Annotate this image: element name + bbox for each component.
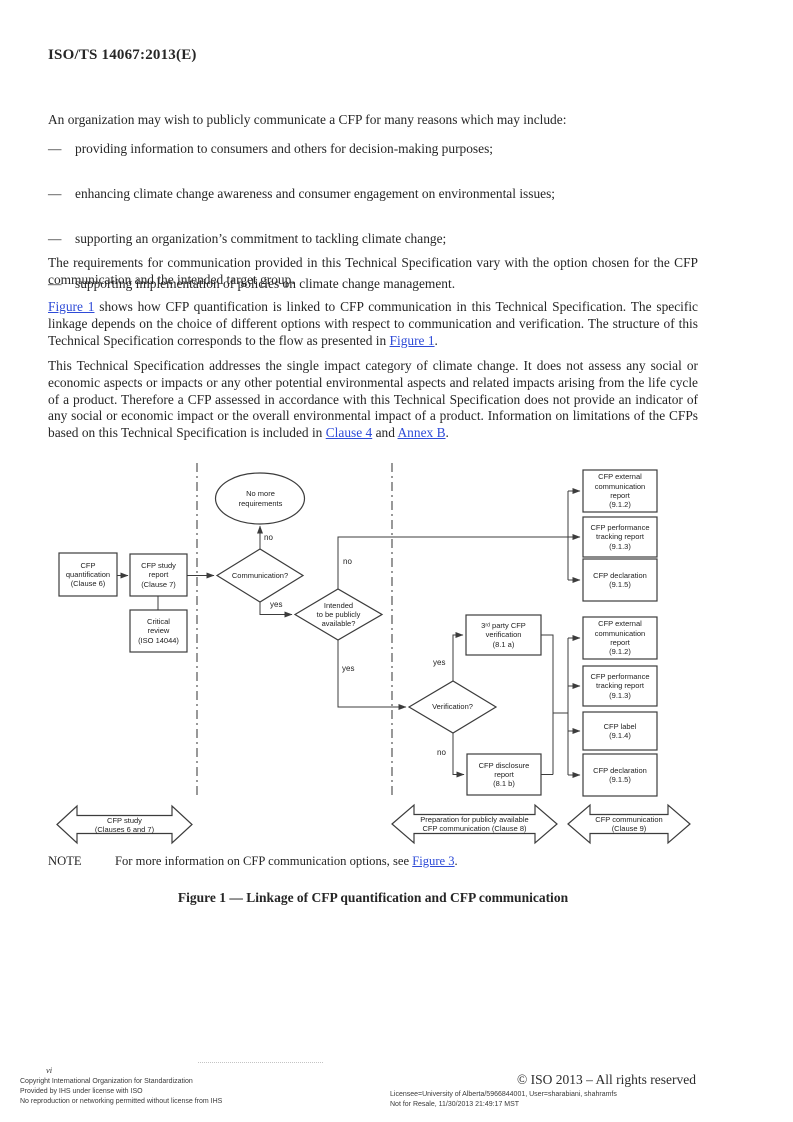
banner-label-cfp-communication: CFP communication (Clause 9) [595, 815, 663, 833]
node-perf-tracking-report-1: CFP performance tracking report (9.1.3) [590, 523, 650, 551]
copyright-line: Copyright International Organization for… [20, 1078, 193, 1085]
box-third-party-verification [465, 614, 542, 656]
edge-label-verification-no: no [437, 748, 446, 757]
figure-1-link[interactable]: Figure 1 [389, 332, 435, 348]
node-ext-comm-report-1: CFP external communication report (9.1.2… [594, 472, 646, 510]
edge-label-communication-yes: yes [270, 600, 283, 609]
license-block: Licensee=University of Alberta/596684400… [390, 1090, 617, 1109]
bullet-text: providing information to consumers and o… [75, 141, 494, 156]
edge-label-intended-no: no [343, 557, 352, 566]
node-ext-comm-report-2: CFP external communication report (9.1.2… [594, 619, 646, 657]
node-cfp-disclosure-report: CFP disclosure report (8.1 b) [478, 760, 530, 789]
page-header-doc-id: ISO/TS 14067:2013(E) [48, 47, 197, 63]
banner-preparation [391, 803, 558, 845]
paragraph-text: . [445, 425, 449, 441]
bullet-dash: — [48, 276, 62, 292]
terminator-no-more-requirements [214, 472, 306, 525]
node-intended-decision: Intended to be publicly available? [316, 600, 361, 629]
figure-1-flowchart: CFP quantification (Clause 6) CFP study … [0, 460, 793, 852]
note-suffix: . [454, 854, 458, 868]
box-ext-comm-report-2 [582, 616, 658, 660]
paragraph-intro: An organization may wish to publicly com… [48, 112, 567, 127]
paragraph-text: . [434, 332, 438, 348]
flowchart-canvas [56, 463, 691, 845]
node-cfp-quantification: CFP quantification (Clause 6) [65, 560, 111, 589]
box-ext-comm-report-1 [582, 469, 658, 513]
page-number: vi [46, 1065, 53, 1075]
banner-cfp-communication [567, 803, 691, 845]
bullet-dash: — [48, 141, 62, 156]
box-cfp-label [582, 711, 658, 751]
box-cfp-declaration-1 [582, 558, 658, 602]
paragraph-requirements: The requirements for communication provi… [48, 255, 698, 287]
box-cfp-quantification [58, 552, 118, 597]
box-perf-tracking-report-1 [582, 516, 658, 558]
figure-caption: Figure 1 — Linkage of CFP quantification… [177, 890, 569, 905]
node-verification-decision: Verification? [432, 702, 473, 712]
decision-intended-publicly-available [293, 588, 384, 641]
paragraph-text: and [372, 425, 398, 441]
figure-3-link[interactable]: Figure 3 [412, 854, 455, 868]
node-no-more-requirements: No more requirements [238, 489, 283, 508]
bullet-dash: — [48, 230, 62, 246]
node-communication-decision: Communication? [231, 570, 289, 580]
bullet-dash: — [48, 185, 62, 201]
banner-cfp-study [56, 804, 193, 845]
node-cfp-study-report: CFP study report (Clause 7) [141, 561, 176, 589]
bullet-text: enhancing climate change awareness and c… [75, 185, 556, 201]
decision-communication [215, 548, 305, 603]
copyright-line: Provided by IHS under license with ISO [20, 1088, 143, 1095]
edge-label-communication-no: no [264, 533, 273, 542]
edge-intended-yes [337, 640, 407, 710]
annex-b-link[interactable]: Annex B [397, 425, 446, 441]
node-cfp-label: CFP label (9.1.4) [603, 721, 637, 740]
copyright-line: No reproduction or networking permitted … [20, 1098, 223, 1105]
license-line: Not for Resale, 11/30/2013 21:49:17 MST [390, 1100, 520, 1108]
paragraph-scope: This Technical Specification addresses t… [48, 358, 698, 442]
node-critical-review: Critical review (ISO 14044) [138, 617, 179, 645]
box-cfp-declaration-2 [582, 753, 658, 797]
edge-collector [541, 634, 568, 775]
edge-label-verification-yes: yes [433, 658, 446, 667]
edge-intended-no [337, 536, 568, 589]
paragraph-text: This Technical Specification addresses t… [48, 358, 698, 441]
node-third-party-verification: 3ʳᵈ party CFP verification (8.1 a) [481, 621, 526, 649]
clause-4-link[interactable]: Clause 4 [325, 425, 373, 441]
figure-1-link[interactable]: Figure 1 [48, 299, 95, 314]
bullet-item: — supporting implementation of policies … [48, 276, 725, 293]
paragraph-figure1: Figure 1 shows how CFP quantification is… [48, 299, 698, 349]
edge-label-intended-yes: yes [342, 664, 355, 673]
note-label: NOTE [48, 854, 82, 868]
note-text: For more information on CFP communicatio… [115, 854, 413, 868]
figure-note: NOTE For more information on CFP communic… [48, 854, 698, 869]
bullet-item: — supporting an organization’s commitmen… [48, 231, 725, 248]
edge-verification-no [452, 733, 465, 778]
license-line: Licensee=University of Alberta/596684400… [390, 1091, 617, 1098]
banner-label-cfp-study: CFP study (Clauses 6 and 7) [94, 815, 155, 834]
bullet-item: — providing information to consumers and… [48, 141, 725, 158]
bullet-text: supporting implementation of policies on… [75, 276, 456, 292]
decision-verification [407, 680, 498, 734]
edge-communication-yes [259, 602, 293, 618]
edge-verification-yes [452, 632, 464, 681]
scan-artifact-line [198, 1062, 323, 1064]
box-cfp-disclosure-report [466, 753, 542, 796]
box-perf-tracking-report-2 [582, 665, 658, 707]
rights-statement: © ISO 2013 – All rights reserved [517, 1072, 696, 1087]
box-cfp-study-report [129, 553, 188, 597]
node-cfp-declaration-1: CFP declaration (9.1.5) [593, 570, 647, 589]
node-cfp-declaration-2: CFP declaration (9.1.5) [593, 765, 647, 784]
banner-label-preparation: Preparation for publicly available CFP c… [420, 815, 529, 833]
bullet-item: — enhancing climate change awareness and… [48, 186, 725, 203]
copyright-block: Copyright International Organization for… [20, 1077, 222, 1107]
bullet-text: supporting an organization’s commitment … [75, 230, 447, 246]
node-perf-tracking-report-2: CFP performance tracking report (9.1.3) [590, 672, 650, 700]
paragraph-text: shows how CFP quantification is linked t… [48, 299, 698, 348]
box-critical-review [129, 609, 188, 653]
